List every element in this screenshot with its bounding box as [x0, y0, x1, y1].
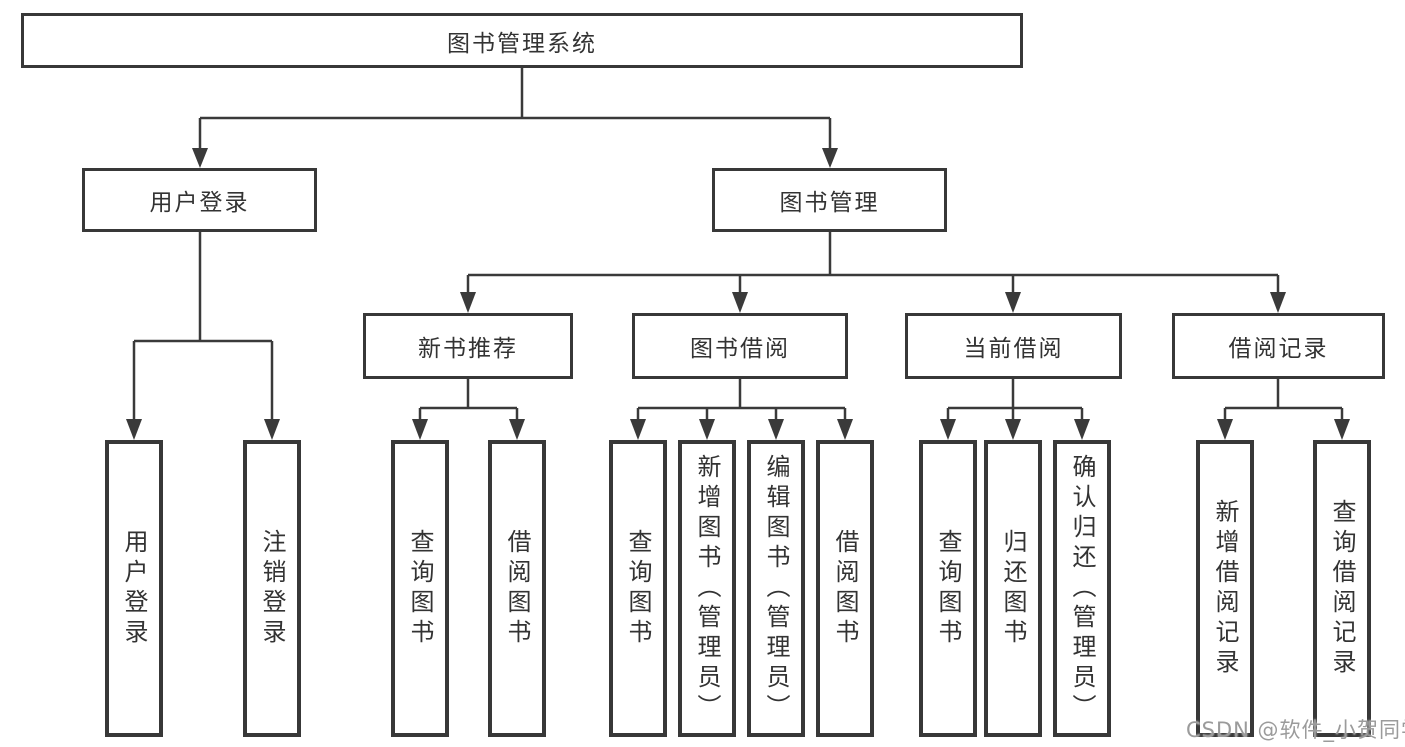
leaf-add-borrow-record: 新增借阅记录	[1196, 440, 1254, 737]
node-borrow-records: 借阅记录	[1172, 313, 1385, 379]
leaf-borrow-books-recommend: 借阅图书	[488, 440, 546, 737]
leaf-logout-login: 注销登录	[243, 440, 301, 737]
leaf-confirm-return-admin: 确认归还（管理员）	[1053, 440, 1111, 737]
leaf-return-books: 归还图书	[984, 440, 1042, 737]
node-user-login: 用户登录	[82, 168, 317, 232]
leaf-user-login: 用户登录	[105, 440, 163, 737]
node-new-book-recommend: 新书推荐	[363, 313, 573, 379]
leaf-query-books-recommend: 查询图书	[391, 440, 449, 737]
leaf-borrow-books: 借阅图书	[816, 440, 874, 737]
csdn-watermark: CSDN @软件_小贺同学	[1186, 718, 1405, 742]
leaf-query-borrow-record: 查询借阅记录	[1313, 440, 1371, 737]
leaf-edit-books-admin: 编辑图书（管理员）	[747, 440, 805, 737]
node-root-system: 图书管理系统	[21, 13, 1023, 68]
leaf-query-books-borrow: 查询图书	[609, 440, 667, 737]
node-book-borrow: 图书借阅	[632, 313, 848, 379]
node-current-borrow: 当前借阅	[905, 313, 1122, 379]
leaf-add-books-admin: 新增图书（管理员）	[678, 440, 736, 737]
node-book-management: 图书管理	[712, 168, 947, 232]
leaf-query-books-current: 查询图书	[919, 440, 977, 737]
